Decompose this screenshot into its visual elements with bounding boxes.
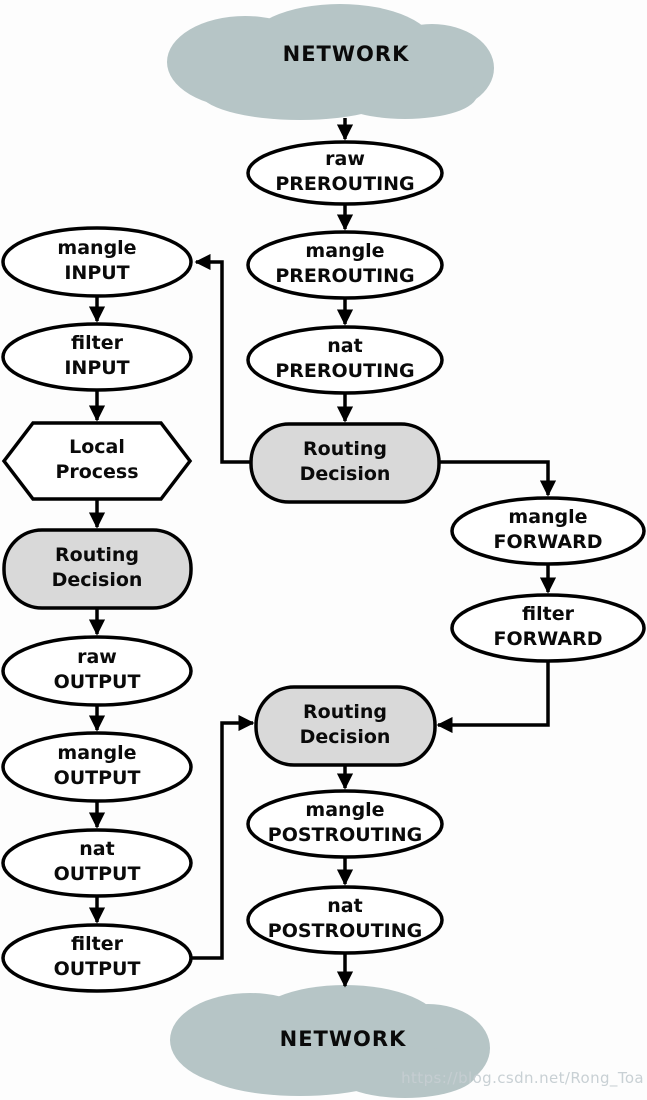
mangle-output-chain: OUTPUT	[53, 767, 141, 789]
edge-filter-forward-to-routing3	[436, 661, 550, 734]
nat-output-chain: OUTPUT	[53, 863, 141, 885]
filter-input-table: filter	[71, 331, 123, 354]
routing-decision-3-label: Routing Decision	[300, 700, 391, 750]
mangle-output-label: mangle OUTPUT	[54, 741, 141, 791]
nat-prerouting-table: nat	[327, 334, 363, 357]
local-process-line2: Process	[55, 461, 139, 483]
node-nat-prerouting-shape	[246, 325, 444, 395]
network-top-label: NETWORK	[283, 41, 410, 69]
nat-prerouting-chain: PREROUTING	[275, 360, 415, 382]
filter-output-chain: OUTPUT	[53, 958, 141, 980]
node-raw-prerouting-shape	[246, 140, 444, 206]
node-local-process-shape	[1, 421, 193, 501]
edges	[88, 118, 557, 988]
edge-routing1-to-mangle-forward	[439, 460, 557, 497]
cloud-bump	[333, 71, 477, 119]
node-routing-decision-2-shape	[2, 528, 193, 610]
mangle-output-table: mangle	[57, 741, 137, 764]
raw-prerouting-chain: PREROUTING	[275, 173, 415, 195]
node-raw-output-shape	[1, 635, 193, 707]
routing-decision-1-line1: Routing	[303, 437, 387, 460]
routing-decision-2-line1: Routing	[55, 543, 139, 566]
local-process-label: Local Process	[55, 435, 138, 485]
routing-decision-2-label: Routing Decision	[52, 543, 143, 593]
network-top-text: NETWORK	[282, 42, 410, 67]
mangle-prerouting-chain: PREROUTING	[275, 265, 415, 287]
mangle-input-chain: INPUT	[64, 262, 130, 284]
node-routing-decision-1-shape	[249, 422, 441, 504]
filter-forward-label: filter FORWARD	[494, 602, 603, 652]
node-mangle-input-shape	[1, 226, 193, 298]
nat-output-label: nat OUTPUT	[54, 837, 141, 887]
nat-postrouting-table: nat	[327, 894, 363, 917]
filter-forward-chain: FORWARD	[493, 628, 603, 650]
mangle-input-table: mangle	[57, 236, 137, 259]
filter-forward-table: filter	[522, 602, 574, 625]
node-mangle-prerouting-shape	[246, 230, 444, 300]
raw-output-chain: OUTPUT	[53, 671, 141, 693]
node-filter-forward-shape	[450, 593, 646, 663]
raw-output-table: raw	[77, 645, 117, 668]
filter-output-table: filter	[71, 932, 123, 955]
filter-output-label: filter OUTPUT	[54, 932, 141, 982]
routing-decision-1-label: Routing Decision	[300, 437, 391, 487]
routing-decision-3-line1: Routing	[303, 700, 387, 723]
network-bottom-label: NETWORK	[280, 1026, 407, 1054]
filter-input-label: filter INPUT	[64, 331, 129, 381]
routing-decision-2-line2: Decision	[51, 569, 143, 591]
node-routing-decision-3-shape	[254, 685, 437, 767]
nat-output-table: nat	[79, 837, 115, 860]
node-mangle-forward-shape	[450, 496, 646, 566]
network-cloud-bottom	[170, 985, 490, 1098]
edge-filter-output-to-routing3	[190, 714, 255, 960]
node-nat-output-shape	[1, 828, 193, 898]
routing-decision-1-line2: Decision	[299, 463, 391, 485]
nat-prerouting-label: nat PREROUTING	[275, 334, 414, 384]
raw-prerouting-label: raw PREROUTING	[275, 147, 414, 197]
routing-decision-3-line2: Decision	[299, 726, 391, 748]
mangle-postrouting-table: mangle	[305, 798, 385, 821]
edge-routing1-to-mangle-input	[194, 253, 251, 464]
nat-postrouting-label: nat POSTROUTING	[268, 894, 422, 944]
node-filter-output-shape	[1, 923, 193, 993]
node-mangle-output-shape	[1, 731, 193, 803]
node-filter-input-shape	[1, 322, 193, 392]
mangle-input-label: mangle INPUT	[57, 236, 136, 286]
filter-input-chain: INPUT	[64, 357, 130, 379]
mangle-forward-label: mangle FORWARD	[494, 505, 603, 555]
mangle-forward-table: mangle	[508, 505, 588, 528]
node-nat-postrouting-shape	[246, 885, 444, 955]
local-process-line1: Local	[69, 435, 125, 458]
cloud-bump	[333, 1046, 477, 1098]
raw-prerouting-table: raw	[325, 147, 365, 170]
network-cloud-top	[167, 4, 494, 120]
mangle-postrouting-chain: POSTROUTING	[267, 824, 423, 846]
mangle-prerouting-label: mangle PREROUTING	[275, 239, 414, 289]
mangle-prerouting-table: mangle	[305, 239, 385, 262]
watermark: https://blog.csdn.net/Rong_Toa	[401, 1069, 644, 1087]
nat-postrouting-chain: POSTROUTING	[267, 920, 423, 942]
node-mangle-postrouting-shape	[246, 789, 444, 859]
network-bottom-text: NETWORK	[279, 1027, 407, 1052]
mangle-forward-chain: FORWARD	[493, 531, 603, 553]
raw-output-label: raw OUTPUT	[54, 645, 141, 695]
mangle-postrouting-label: mangle POSTROUTING	[268, 798, 422, 848]
